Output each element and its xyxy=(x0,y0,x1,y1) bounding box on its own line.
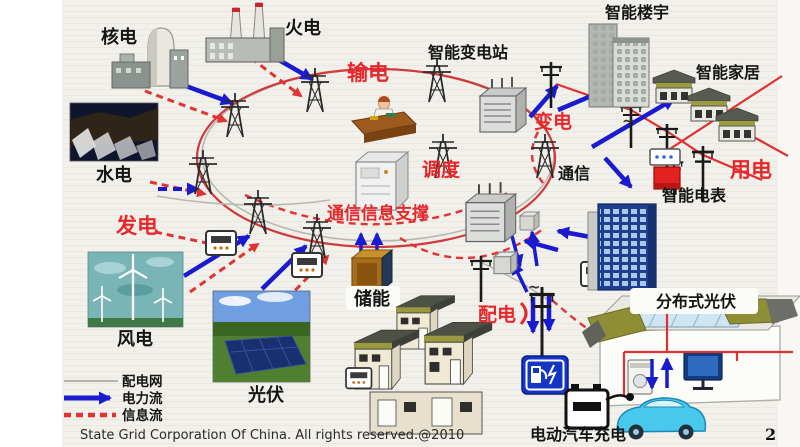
communication-label: 通信 xyxy=(558,164,590,183)
solar-label: 光伏 xyxy=(247,384,284,406)
smart-meter-label: 智能电表 xyxy=(662,186,727,205)
smart-meter-icon xyxy=(649,148,681,190)
ev-battery-icon xyxy=(564,384,634,430)
dispatch-operator-icon xyxy=(351,96,418,143)
smart-substation-label: 智能变电站 xyxy=(428,43,508,62)
transmission-stage-label: 输电 xyxy=(347,61,389,85)
solar-photo xyxy=(212,290,311,383)
substation-stage-label: 变电 xyxy=(534,110,572,133)
meter-device-icon xyxy=(205,230,237,256)
grid-line xyxy=(156,195,331,206)
footer-copyright: State Grid Corporation Of China. All rig… xyxy=(80,428,464,443)
hydro-label: 水电 xyxy=(96,164,132,186)
storage-label-bg xyxy=(346,286,400,310)
storage-label: 储能 xyxy=(353,288,390,310)
wind-photo xyxy=(87,251,184,328)
power-flow-arrow xyxy=(603,156,633,189)
info-flow-arrow xyxy=(154,230,237,253)
power-flow-arrow xyxy=(182,234,251,278)
ev-car-icon xyxy=(616,397,707,440)
info-flow-arrow xyxy=(250,56,303,98)
right-margin xyxy=(778,0,800,447)
distributed-pv-label-bg xyxy=(630,288,758,314)
nuclear-plant-icon xyxy=(111,27,189,89)
power-flow-arrow xyxy=(590,97,676,149)
ac-symbol: ~ xyxy=(622,112,635,130)
village-houses-icon xyxy=(345,295,493,435)
legend-item-label: 信息流 xyxy=(122,407,163,424)
smart-building-label: 智能楼宇 xyxy=(605,3,669,22)
meter-device-icon xyxy=(291,252,323,278)
dispatch-stage-label: 调度 xyxy=(422,158,461,181)
distributed-pv-label: 分布式光伏 xyxy=(656,292,736,311)
smart-building-icon xyxy=(588,23,650,108)
page-number: 2 xyxy=(765,425,776,444)
hydro-photo xyxy=(69,102,159,162)
flow-legend: 配电网 电力流 信息流 xyxy=(64,373,163,424)
thermal-label: 火电 xyxy=(285,17,321,39)
smart-home-label: 智能家居 xyxy=(696,63,760,82)
telecom-building-icon xyxy=(587,203,657,291)
storage-box-icon xyxy=(350,248,394,292)
info-flow-curve xyxy=(551,299,593,333)
power-flow-arrow xyxy=(527,230,541,267)
comm-support-ring xyxy=(244,190,511,226)
ev-charging-label: 电动汽车充电 xyxy=(530,425,626,444)
info-flow-arrow xyxy=(189,242,260,294)
dispatch-server-icon xyxy=(354,150,410,212)
ev-charging-sign-icon xyxy=(521,355,569,395)
distribution-bracket xyxy=(519,301,528,326)
wind-label: 风电 xyxy=(117,328,153,350)
thermal-plant-icon xyxy=(205,2,285,63)
legend-item-label: 配电网 xyxy=(122,373,163,390)
distribution-stage-label: 配电 xyxy=(478,303,516,326)
ac-symbol: ~ xyxy=(528,278,541,296)
comm-support-label: 通信信息支撑 xyxy=(327,203,429,224)
nuclear-label: 核电 xyxy=(101,26,137,48)
info-flow-curve xyxy=(530,131,544,184)
power-flow-arrow xyxy=(510,235,524,268)
comm-node-icon xyxy=(493,251,518,275)
comm-node-icon xyxy=(519,211,540,231)
power-flow-arrow xyxy=(528,84,559,119)
legend-item-label: 电力流 xyxy=(122,390,163,407)
consumption-stage-label: 用电 xyxy=(730,158,772,182)
info-flow-arrow xyxy=(144,89,228,123)
generation-stage-label: 发电 xyxy=(115,214,158,238)
